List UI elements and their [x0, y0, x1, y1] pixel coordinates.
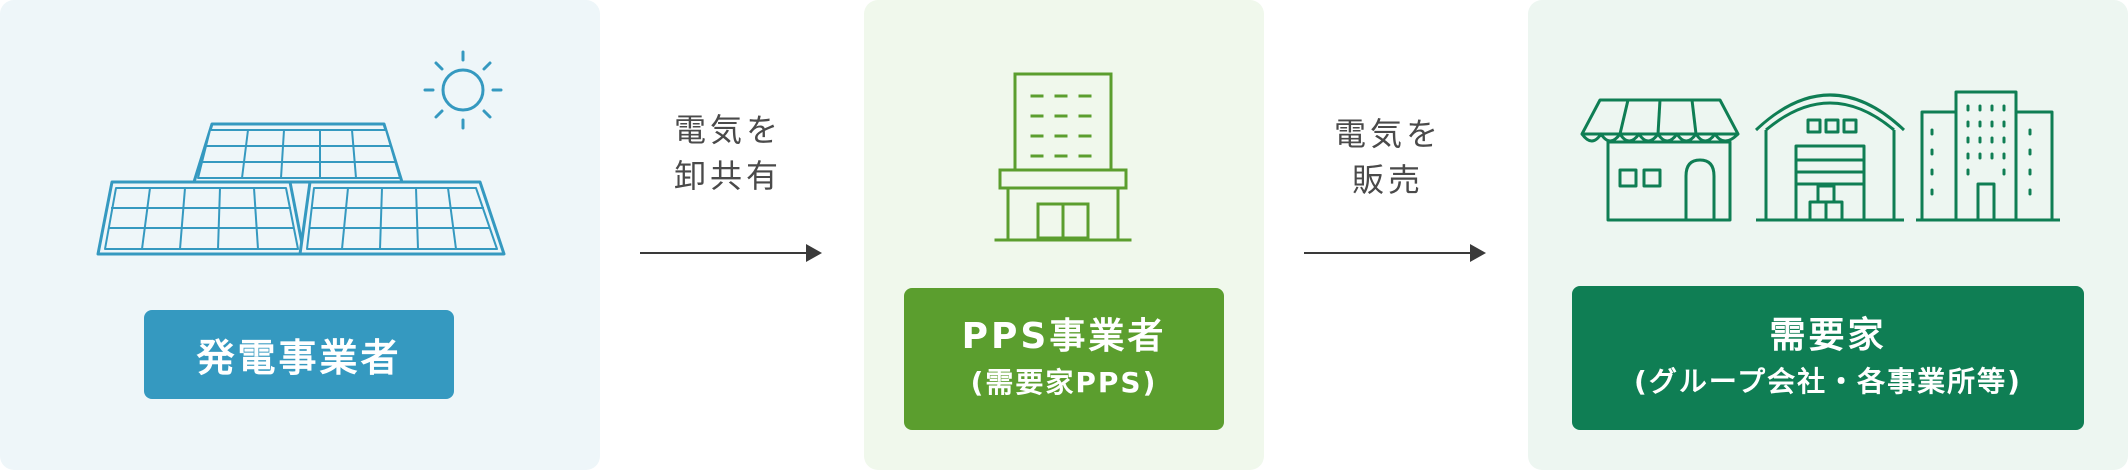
- generator-label: 発電事業者: [196, 336, 402, 380]
- shop-icon: [1580, 98, 1740, 222]
- flow-step-2: 電気を 販売: [1288, 111, 1488, 203]
- apartment-building-icon: [1916, 90, 2060, 222]
- pps-subtitle: (需要家PPS): [970, 366, 1158, 399]
- sun-icon: [423, 50, 503, 130]
- warehouse-icon: [1754, 93, 1906, 222]
- pps-label-box: PPS事業者 (需要家PPS): [904, 288, 1224, 430]
- office-building-icon: [994, 72, 1132, 242]
- solar-panel-left: [96, 180, 306, 256]
- consumer-label-box: 需要家 (グループ会社・各事業所等): [1572, 286, 2084, 430]
- flow-step-1: 電気を 卸共有: [628, 107, 828, 199]
- consumer-title: 需要家: [1769, 315, 1887, 356]
- arrow-1-icon: [640, 244, 822, 262]
- flow-step-1-line1: 電気を: [673, 111, 782, 149]
- flow-step-1-line2: 卸共有: [673, 157, 782, 195]
- flow-step-2-line2: 販売: [1351, 161, 1424, 199]
- solar-panel-back: [192, 122, 404, 184]
- pps-title: PPS事業者: [961, 316, 1167, 357]
- flow-step-2-line1: 電気を: [1333, 115, 1442, 153]
- solar-panel-right: [298, 180, 506, 256]
- arrow-2-icon: [1304, 244, 1486, 262]
- solar-panels-icon: [96, 122, 506, 256]
- consumer-subtitle: (グループ会社・各事業所等): [1634, 365, 2022, 398]
- generator-label-box: 発電事業者: [144, 310, 454, 399]
